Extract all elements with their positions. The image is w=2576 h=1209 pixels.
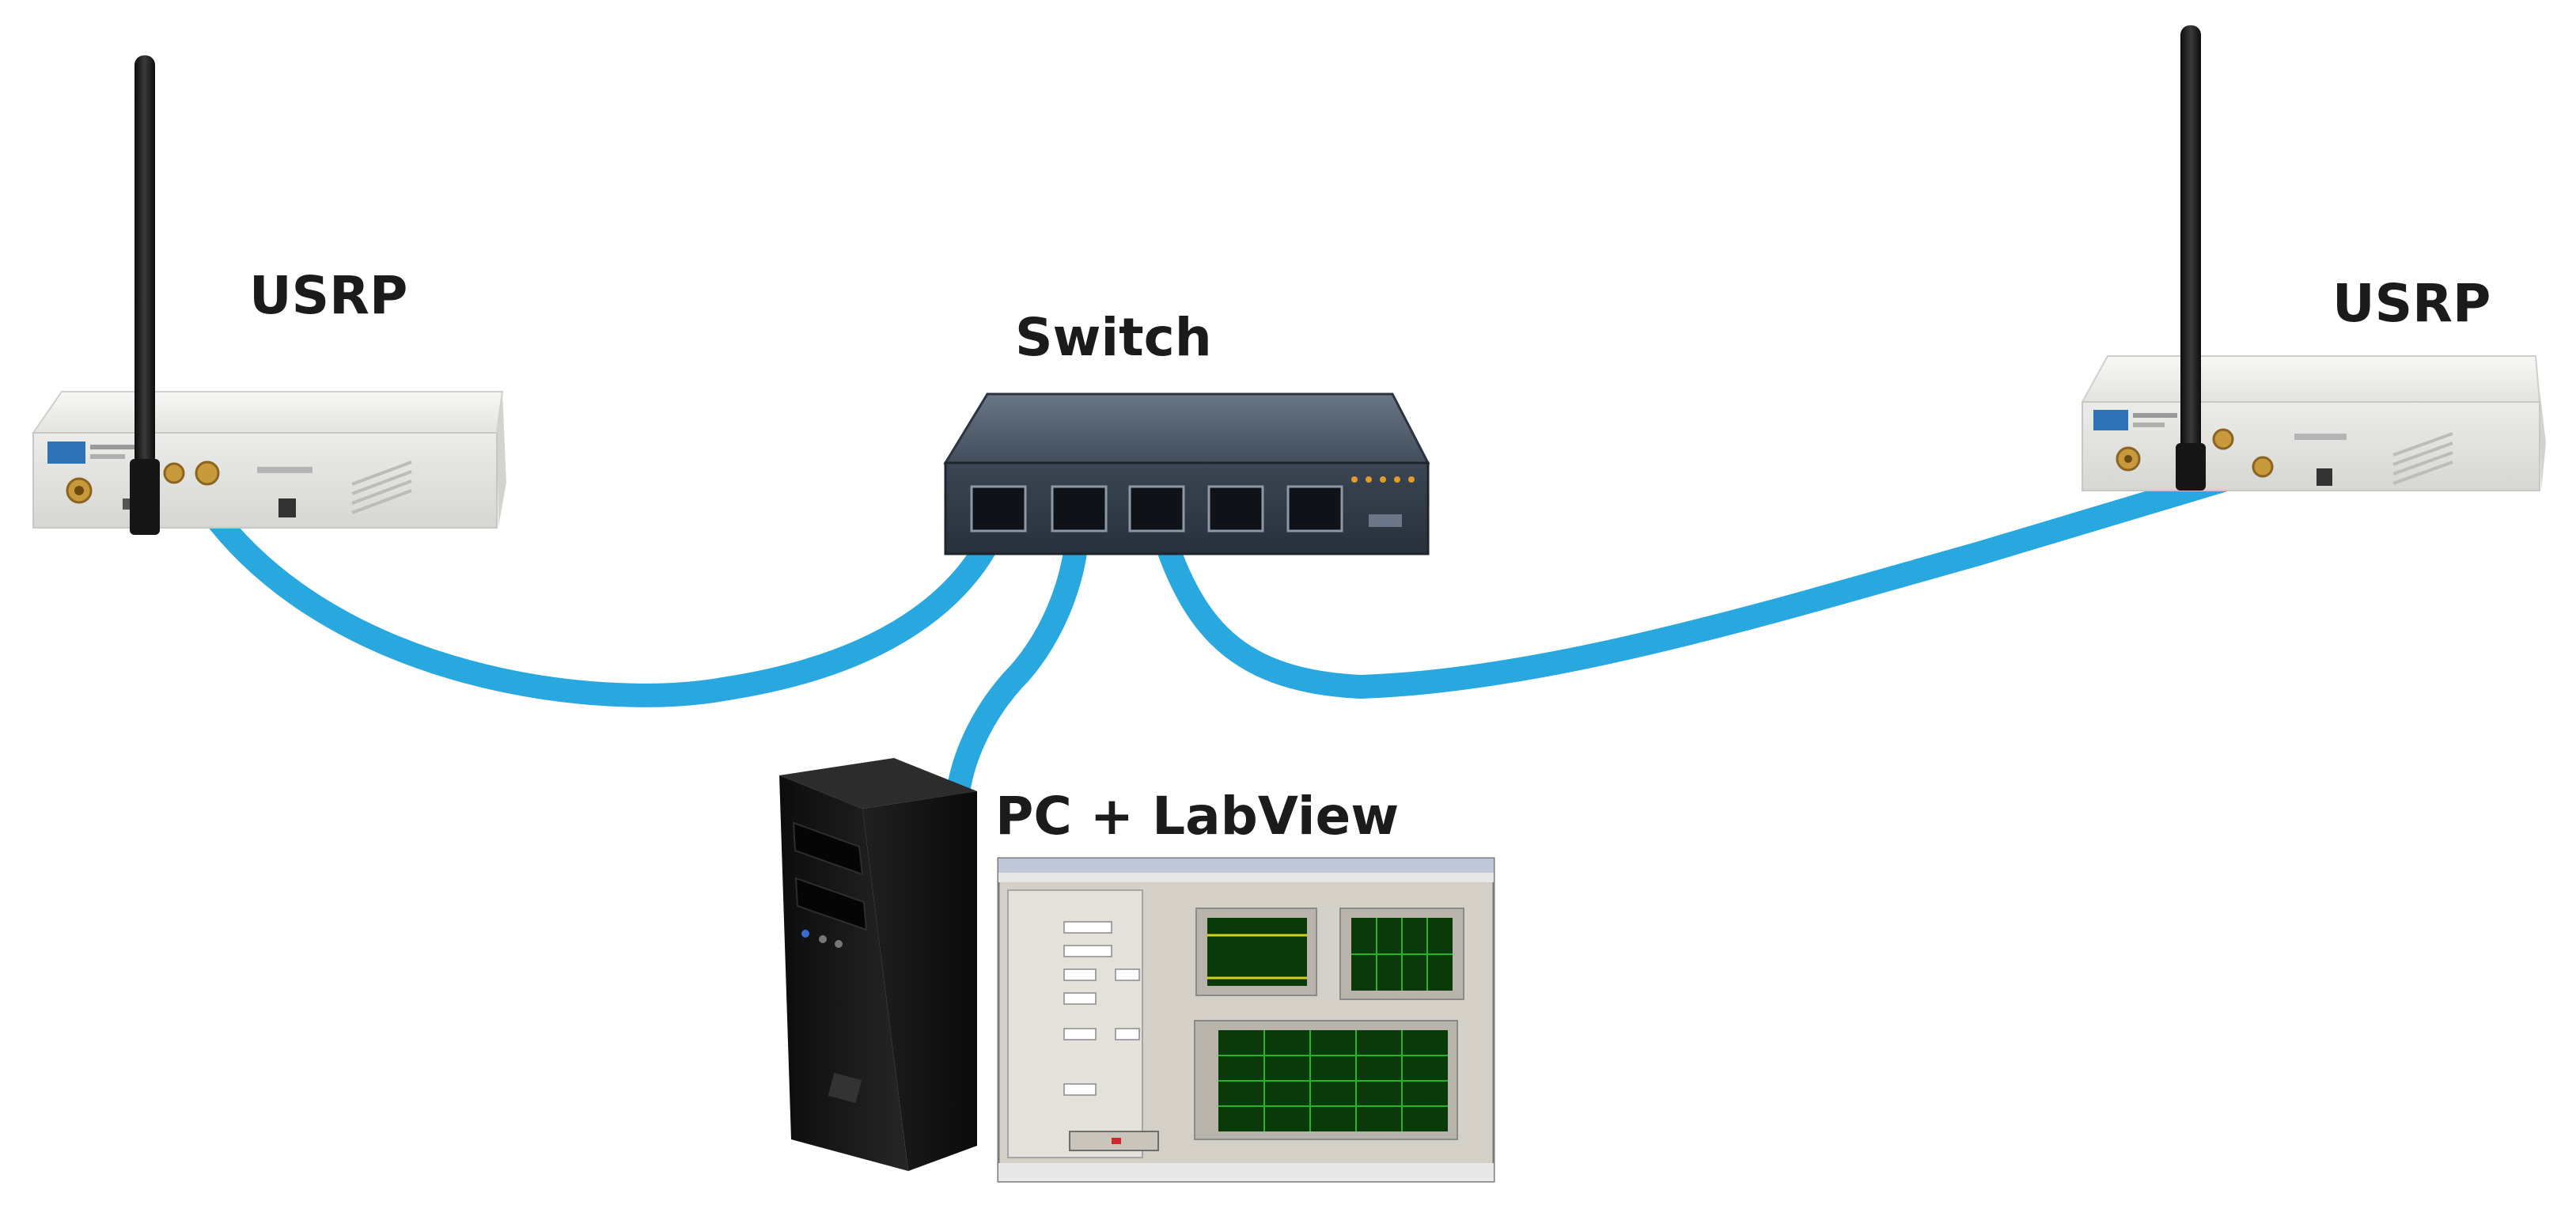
switch-label: Switch <box>1015 307 1212 368</box>
antenna-icon <box>130 55 160 535</box>
cable-pc-to-switch <box>945 496 1091 811</box>
usrp-left-label: USRP <box>249 265 408 326</box>
antenna-icon <box>2176 25 2206 491</box>
cable-usrp-left-to-switch <box>195 495 1015 707</box>
cables <box>195 457 2275 811</box>
desktop-tower-icon <box>779 758 977 1171</box>
cable-switch-to-usrp-right <box>1143 457 2275 699</box>
labview-screen-icon <box>997 857 1495 1183</box>
usrp-device-icon <box>32 391 506 529</box>
network-switch-icon <box>943 392 1430 555</box>
usrp-device-icon <box>2081 355 2546 491</box>
usrp-right-label: USRP <box>2332 273 2491 334</box>
pc-label: PC + LabView <box>995 786 1400 847</box>
